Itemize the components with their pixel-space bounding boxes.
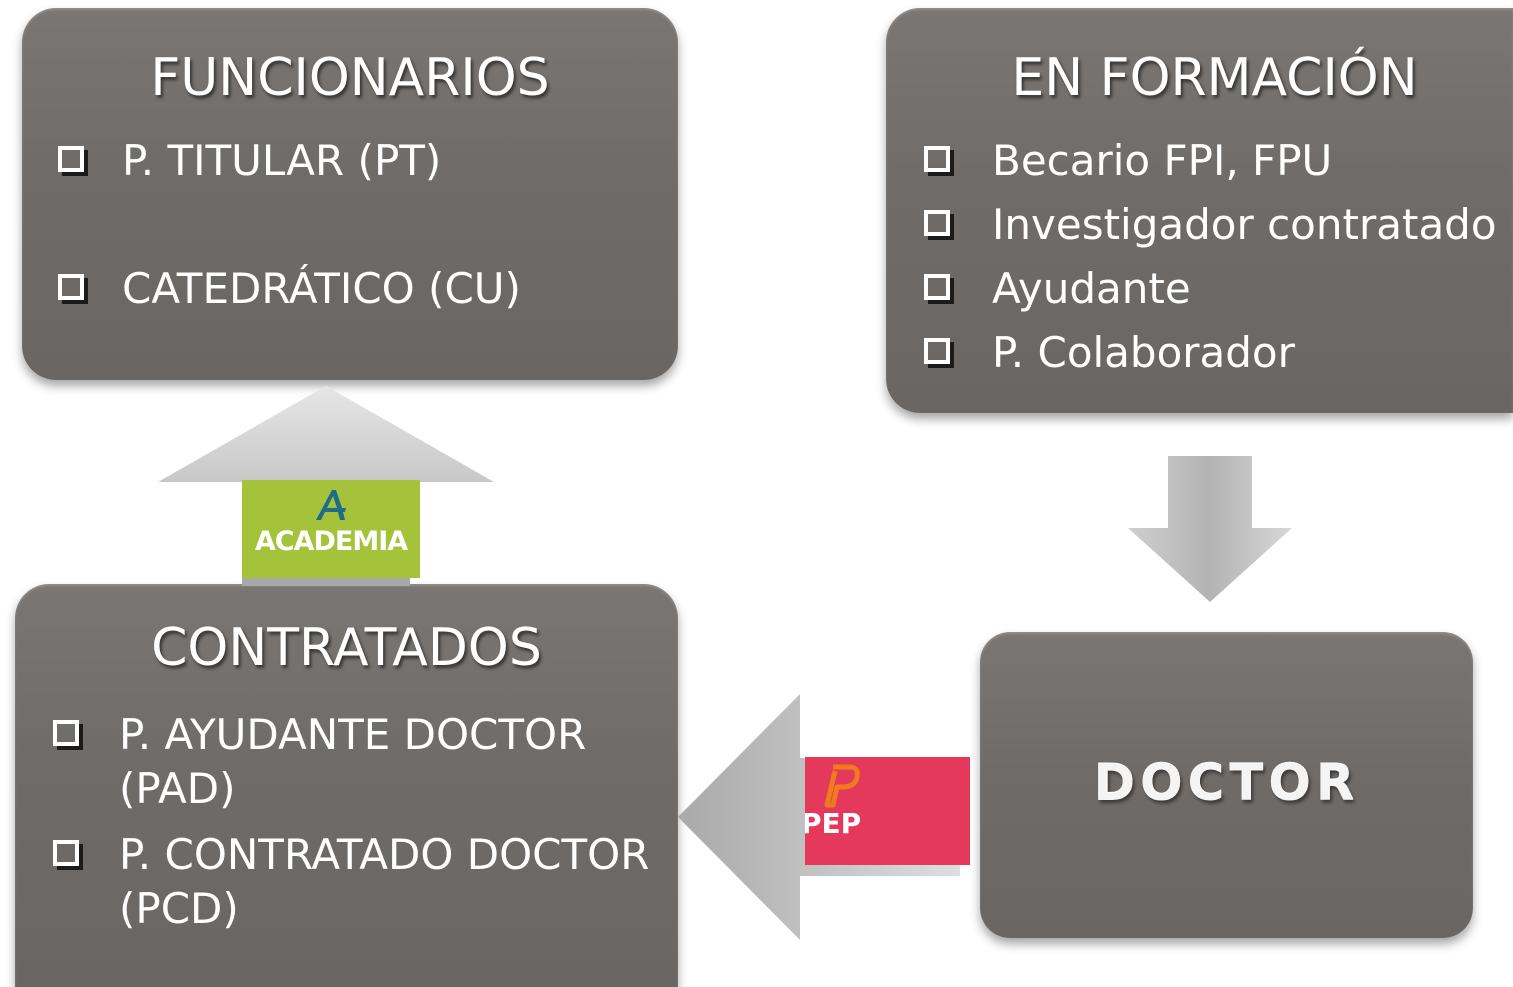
list-item-colaborador: P. Colaborador [924, 326, 1295, 380]
pep-logo: PEP [805, 757, 970, 865]
checkbox-icon [53, 840, 79, 866]
checkbox-icon [53, 720, 79, 746]
list-item-label: P. TITULAR (PT) [122, 136, 442, 185]
checkbox-icon [58, 146, 84, 172]
academia-logo-text: ACADEMIA [254, 526, 408, 557]
list-item-becario: Becario FPI, FPU [924, 134, 1332, 188]
list-item-cu: CATEDRÁTICO (CU) [58, 262, 521, 316]
checkbox-icon [924, 210, 950, 236]
box-doctor-title: DOCTOR [1093, 754, 1360, 812]
list-item-label: Ayudante [992, 264, 1191, 313]
box-contratados: CONTRATADOS P. AYUDANTE DOCTOR (PAD) P. … [15, 584, 678, 987]
box-en-formacion: EN FORMACIÓN Becario FPI, FPU Investigad… [886, 8, 1513, 413]
list-item-pt: P. TITULAR (PT) [58, 134, 441, 188]
box-doctor: DOCTOR [980, 632, 1473, 938]
pep-p-icon [824, 764, 860, 808]
box-funcionarios: FUNCIONARIOS P. TITULAR (PT) CATEDRÁTICO… [22, 8, 678, 380]
box-en-formacion-title: EN FORMACIÓN [1011, 48, 1418, 108]
list-item-label: P. AYUDANTE DOCTOR (PAD) [119, 710, 587, 813]
list-item-investigador: Investigador contratado [924, 198, 1497, 252]
box-contratados-title: CONTRATADOS [151, 618, 542, 678]
checkbox-icon [924, 274, 950, 300]
list-item-label: P. CONTRATADO DOCTOR (PCD) [119, 830, 650, 933]
checkbox-icon [58, 274, 84, 300]
academia-logo: ACADEMIA [242, 480, 420, 578]
list-item-label: Investigador contratado [992, 200, 1497, 249]
list-item-label: P. Colaborador [992, 328, 1295, 377]
box-funcionarios-title: FUNCIONARIOS [150, 48, 550, 108]
checkbox-icon [924, 338, 950, 364]
academia-a-icon [316, 490, 346, 520]
list-item-pad: P. AYUDANTE DOCTOR (PAD) [53, 708, 653, 816]
list-item-label: Becario FPI, FPU [992, 136, 1333, 185]
checkbox-icon [924, 146, 950, 172]
down-arrow-icon [1128, 456, 1292, 602]
list-item-pcd: P. CONTRATADO DOCTOR (PCD) [53, 828, 673, 936]
list-item-label: CATEDRÁTICO (CU) [122, 264, 521, 313]
list-item-ayudante: Ayudante [924, 262, 1191, 316]
pep-logo-text: PEP [805, 807, 862, 840]
